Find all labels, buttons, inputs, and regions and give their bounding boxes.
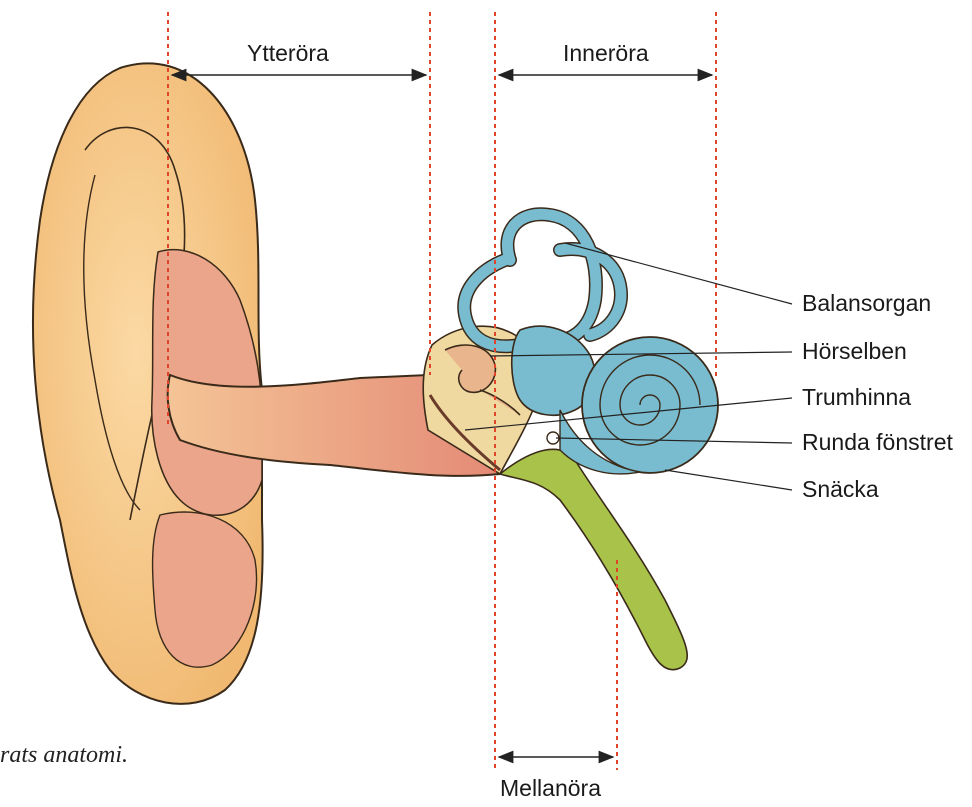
label-balansorgan: Balansorgan bbox=[802, 292, 931, 315]
label-ytterora: Ytteröra bbox=[247, 42, 329, 65]
label-trumhinna: Trumhinna bbox=[802, 386, 911, 409]
figure-caption: rats anatomi. bbox=[0, 743, 128, 767]
cochlea bbox=[582, 337, 718, 473]
label-horselben: Hörselben bbox=[802, 340, 907, 363]
label-innerora: Inneröra bbox=[563, 42, 649, 65]
eustachian-tube bbox=[500, 449, 687, 669]
leader-snacka bbox=[665, 470, 792, 490]
label-mellanora: Mellanöra bbox=[500, 777, 601, 800]
label-runda-fonstret: Runda fönstret bbox=[802, 431, 953, 454]
label-snacka: Snäcka bbox=[802, 478, 879, 501]
